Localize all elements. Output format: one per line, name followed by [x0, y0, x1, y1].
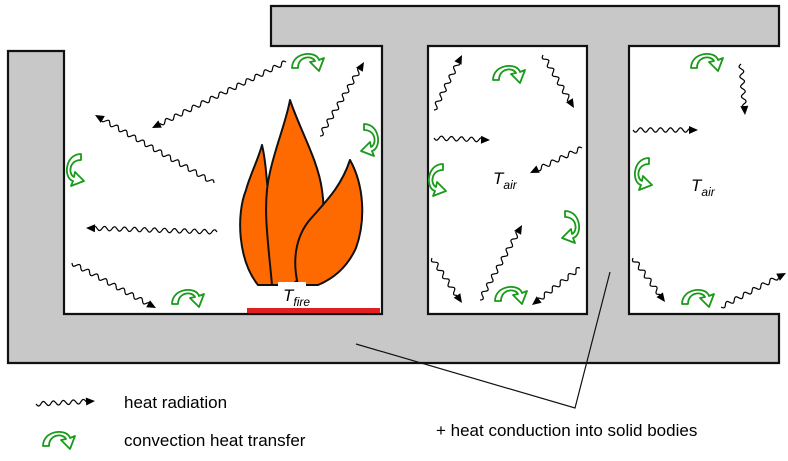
- radiation-arrow-6: [433, 55, 462, 111]
- structure-wall-outline: [6, 4, 781, 365]
- convection-arrow-4: [171, 289, 205, 308]
- solid-structure: [6, 4, 781, 365]
- convection-arrow-9: [690, 53, 724, 72]
- conduction-leader-line: [355, 271, 611, 409]
- t-air-right-label: Tair: [691, 176, 716, 199]
- radiation-arrow-3: [86, 224, 218, 235]
- convection-arrow-2: [66, 153, 85, 187]
- t-fire-label: Tfire: [283, 286, 310, 309]
- legend: heat radiation convection heat transfer: [35, 393, 306, 450]
- radiation-arrow-1: [152, 60, 287, 128]
- radiation-arrow-2: [95, 115, 215, 184]
- flame-right: [294, 159, 364, 286]
- convection-arrow-11: [681, 289, 715, 308]
- radiation-arrow-14: [632, 126, 698, 134]
- convection-arrow-7: [561, 210, 580, 244]
- radiation-arrow-5: [319, 62, 364, 137]
- convection-arrow-1: [291, 53, 325, 72]
- legend-convection-label: convection heat transfer: [124, 431, 306, 450]
- radiation-arrow-10: [430, 257, 462, 303]
- wavy-arrow-icon: [35, 397, 95, 407]
- t-fire-subscript: fire: [293, 295, 310, 309]
- radiation-arrow-15: [631, 257, 665, 302]
- radiation-arrow-7: [433, 135, 490, 144]
- radiation-arrow-8: [541, 54, 574, 108]
- fire-label-backdrop: [278, 282, 306, 308]
- convection-arrow-8: [494, 286, 528, 305]
- radiation-arrows: [71, 54, 786, 309]
- radiation-arrow-16: [720, 273, 786, 309]
- convection-arrow-10: [634, 157, 653, 191]
- legend-convection-arrow: [42, 431, 76, 450]
- radiation-arrow-13: [738, 63, 749, 115]
- legend-radiation-arrow: [35, 397, 95, 407]
- conduction-note: + heat conduction into solid bodies: [436, 421, 697, 440]
- convection-arrow-5: [492, 65, 526, 84]
- fire-flames: [239, 99, 364, 286]
- t-air-right-subscript: air: [701, 185, 715, 199]
- t-air-left-subscript: air: [503, 178, 517, 192]
- t-air-left-label: Tair: [493, 169, 518, 192]
- radiation-arrow-4: [71, 262, 156, 308]
- convection-arrow-6: [428, 163, 447, 197]
- radiation-arrow-9: [530, 146, 583, 173]
- curved-arrow-icon: [42, 431, 76, 450]
- convection-arrows: [66, 53, 724, 308]
- radiation-arrow-11: [479, 225, 522, 301]
- radiation-arrow-12: [532, 267, 581, 305]
- convection-arrow-3: [360, 123, 379, 157]
- legend-radiation-label: heat radiation: [124, 393, 227, 412]
- fire-base: [247, 308, 380, 313]
